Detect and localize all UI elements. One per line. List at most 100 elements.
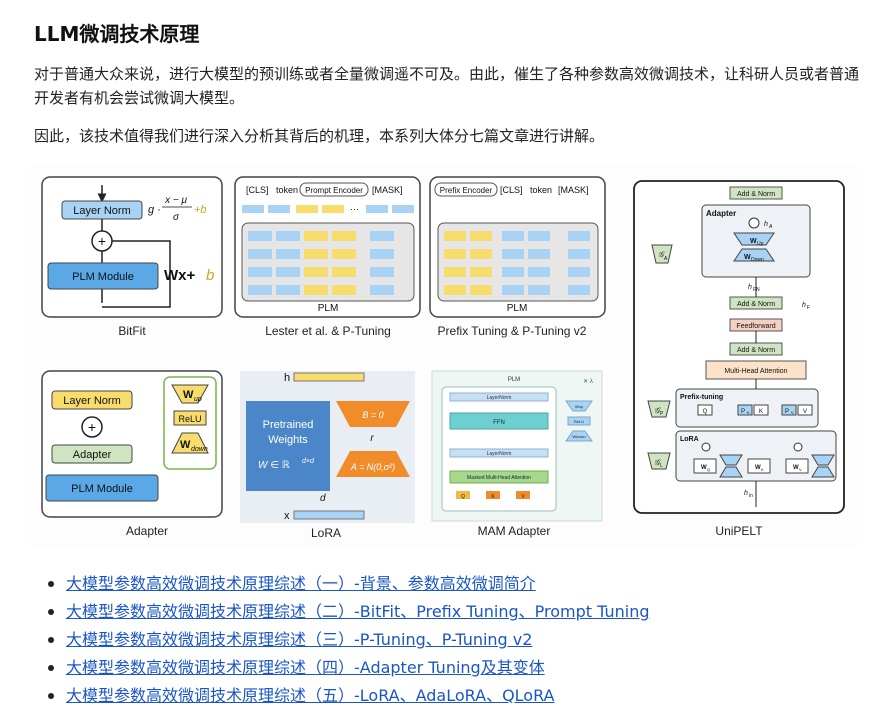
- bitfit-layer-norm-label: Layer Norm: [73, 205, 130, 217]
- bitfit-plm-module: [47, 262, 159, 290]
- svg-text:Add & Norm: Add & Norm: [737, 301, 775, 308]
- svg-text:W: W: [750, 238, 757, 245]
- svg-text:[MASK]: [MASK]: [372, 185, 403, 195]
- list-item: 大模型参数高效微调技术原理综述（三）-P-Tuning、P-Tuning v2: [44, 626, 650, 654]
- svg-text:Q: Q: [461, 494, 465, 500]
- svg-text:Q: Q: [707, 467, 710, 472]
- prefix-tuning-caption: Prefix Tuning & P-Tuning v2: [438, 324, 587, 338]
- svg-text:F: F: [807, 305, 810, 311]
- prefix-plm-grid: [444, 231, 590, 295]
- adapter-plm-module-label: PLM Module: [71, 483, 133, 495]
- bitfit-panel: Layer Norm + PLM Module g · x − μ σ +b W…: [41, 176, 223, 338]
- prompt-plm-label: PLM: [318, 303, 339, 314]
- prefix-tuning-panel: Prefix Encoder [CLS] token [MASK] PLM Pr…: [429, 176, 606, 338]
- svg-text:h: h: [802, 302, 806, 309]
- lora-panel: h Pretrained Weights W ∈ ℝ d×d B = 0 r A…: [240, 371, 415, 540]
- series-paragraph: 因此，该技术值得我们进行深入分析其背后的机理，本系列大体分七篇文章进行讲解。: [34, 127, 605, 145]
- svg-text:V: V: [791, 410, 794, 415]
- svg-text:up: up: [194, 396, 202, 403]
- series-link-5[interactable]: 大模型参数高效微调技术原理综述（五）-LoRA、AdaLoRA、QLoRA: [66, 686, 555, 705]
- svg-text:x − μ: x − μ: [164, 195, 187, 206]
- prefix-plm-label: PLM: [507, 303, 528, 314]
- svg-text:[MASK]: [MASK]: [558, 185, 589, 195]
- svg-text:ReLU: ReLU: [574, 419, 584, 424]
- svg-text:ReLU: ReLU: [178, 414, 201, 424]
- mam-adapter-caption: MAM Adapter: [478, 524, 551, 538]
- svg-text:Add & Norm: Add & Norm: [737, 191, 775, 198]
- prompt-plm-grid: [248, 231, 394, 295]
- bitfit-plm-module-label: PLM Module: [72, 271, 134, 283]
- svg-text:Feedforward: Feedforward: [736, 323, 775, 330]
- prompt-tuning-caption: Lester et al. & P-Tuning: [265, 324, 391, 338]
- svg-text:r: r: [370, 433, 374, 444]
- svg-text:in: in: [749, 493, 753, 499]
- unipelt-caption: UniPELT: [715, 524, 763, 538]
- svg-text:Wdown: Wdown: [572, 434, 585, 439]
- svg-text:Prefix-tuning: Prefix-tuning: [680, 394, 723, 401]
- svg-text:✕ λ: ✕ λ: [583, 379, 593, 385]
- svg-text:d×d: d×d: [302, 458, 315, 465]
- svg-text:A: A: [768, 224, 773, 230]
- lora-caption: LoRA: [311, 526, 341, 540]
- adapter-layer-norm-label: Layer Norm: [63, 395, 120, 407]
- series-link-1[interactable]: 大模型参数高效微调技术原理综述（一）-背景、参数高效微调简介: [66, 574, 536, 593]
- svg-text:𝒢: 𝒢: [654, 406, 661, 415]
- list-item: 大模型参数高效微调技术原理综述（一）-背景、参数高效微调简介: [44, 570, 650, 598]
- svg-text:Pretrained: Pretrained: [263, 419, 314, 431]
- series-link-list: 大模型参数高效微调技术原理综述（一）-背景、参数高效微调简介 大模型参数高效微调…: [44, 570, 650, 710]
- svg-text:+: +: [98, 233, 106, 249]
- svg-text:σ: σ: [173, 212, 180, 223]
- svg-text:Weights: Weights: [268, 434, 308, 446]
- svg-text:Wup: Wup: [575, 404, 584, 409]
- svg-text:K: K: [759, 409, 763, 415]
- svg-text:LayerNorm: LayerNorm: [487, 451, 512, 457]
- svg-text:Down: Down: [751, 257, 764, 263]
- lora-pretrained-weights: [246, 401, 330, 491]
- svg-text:FFN: FFN: [493, 420, 505, 426]
- bitfit-linear-formula: Wx+: [164, 267, 196, 284]
- svg-text:Q: Q: [703, 409, 708, 415]
- adapter-caption: Adapter: [126, 524, 168, 538]
- svg-text:LayerNorm: LayerNorm: [487, 395, 512, 401]
- peft-methods-figure: Layer Norm + PLM Module g · x − μ σ +b W…: [30, 165, 858, 550]
- svg-text:W: W: [755, 465, 761, 471]
- svg-text:W: W: [180, 439, 191, 451]
- svg-text:V: V: [799, 467, 802, 472]
- list-item: 大模型参数高效微调技术原理综述（五）-LoRA、AdaLoRA、QLoRA: [44, 682, 650, 710]
- svg-text:[CLS]: [CLS]: [500, 185, 523, 195]
- svg-text:W: W: [744, 254, 751, 261]
- article-title: LLM微调技术原理: [34, 22, 200, 46]
- svg-text:𝒢: 𝒢: [658, 250, 665, 259]
- svg-text:K: K: [491, 494, 495, 500]
- svg-text:P: P: [785, 409, 789, 415]
- svg-text:W ∈ ℝ: W ∈ ℝ: [258, 460, 290, 471]
- svg-text:down: down: [191, 446, 208, 453]
- svg-text:K: K: [747, 410, 750, 415]
- svg-text:W: W: [793, 465, 799, 471]
- series-link-2[interactable]: 大模型参数高效微调技术原理综述（二）-BitFit、Prefix Tuning、…: [66, 602, 650, 621]
- svg-text:h: h: [284, 372, 290, 384]
- svg-text:token: token: [530, 185, 552, 195]
- svg-text:Prefix Encoder: Prefix Encoder: [440, 186, 493, 195]
- svg-text:token: token: [276, 185, 298, 195]
- svg-text:h: h: [764, 221, 768, 228]
- svg-text:+b: +b: [194, 204, 207, 216]
- series-link-4[interactable]: 大模型参数高效微调技术原理综述（四）-Adapter Tuning及其变体: [66, 658, 545, 677]
- svg-text:h: h: [748, 284, 752, 291]
- svg-text:K: K: [761, 467, 764, 472]
- prompt-input-row: ···: [242, 204, 414, 214]
- svg-text:P: P: [660, 411, 664, 417]
- prompt-tuning-panel: [CLS] token Prompt Encoder [MASK] ···: [234, 176, 421, 338]
- svg-text:h: h: [744, 490, 748, 497]
- svg-text:A = N(0,σ²): A = N(0,σ²): [350, 462, 395, 472]
- svg-text:d: d: [320, 493, 326, 504]
- bitfit-norm-g: g ·: [148, 204, 161, 216]
- series-link-3[interactable]: 大模型参数高效微调技术原理综述（三）-P-Tuning、P-Tuning v2: [66, 630, 533, 649]
- svg-text:V: V: [803, 409, 807, 415]
- svg-text:B = 0: B = 0: [362, 410, 383, 420]
- svg-text:A: A: [664, 256, 668, 262]
- bitfit-caption: BitFit: [118, 324, 146, 338]
- svg-text:···: ···: [350, 204, 359, 214]
- list-item: 大模型参数高效微调技术原理综述（四）-Adapter Tuning及其变体: [44, 654, 650, 682]
- svg-text:𝒢: 𝒢: [654, 458, 661, 467]
